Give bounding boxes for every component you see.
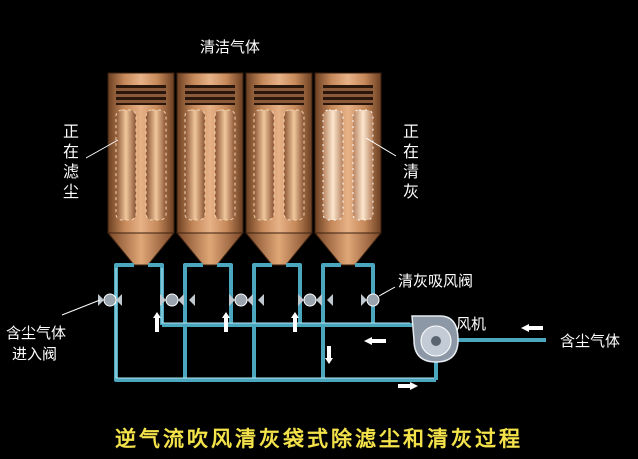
filter-compartment-1 <box>106 72 176 266</box>
diagram-caption: 逆气流吹风清灰袋式除滤尘和清灰过程 <box>115 426 523 451</box>
filtering-label: 正在滤尘 <box>62 122 79 201</box>
valve-icon <box>298 293 333 307</box>
filter-compartment-3 <box>244 72 314 266</box>
filter-compartment-2 <box>175 72 245 266</box>
flow-arrow-icon <box>153 312 543 390</box>
dusty-gas-inlet-label: 含尘气体 <box>560 332 621 350</box>
fan-label: 风机 <box>456 315 487 333</box>
pipe-highlights <box>115 268 434 379</box>
valve-icon <box>160 293 195 307</box>
cleaning-valve-icon <box>361 293 380 307</box>
inlet-valve-label-line2: 进入阀 <box>12 345 58 363</box>
filter-compartment-4-cleaning <box>313 72 383 266</box>
valve-icon <box>229 293 264 307</box>
inlet-valve-icon <box>98 293 122 307</box>
cleaning-valve-label: 清灰吸风阀 <box>398 272 474 290</box>
clean-gas-label: 清洁气体 <box>200 38 261 56</box>
fan-icon <box>411 315 459 363</box>
leader-lines <box>61 137 397 316</box>
cleaning-label: 正在清灰 <box>402 122 419 201</box>
inlet-valve-label-line1: 含尘气体 <box>6 324 67 342</box>
